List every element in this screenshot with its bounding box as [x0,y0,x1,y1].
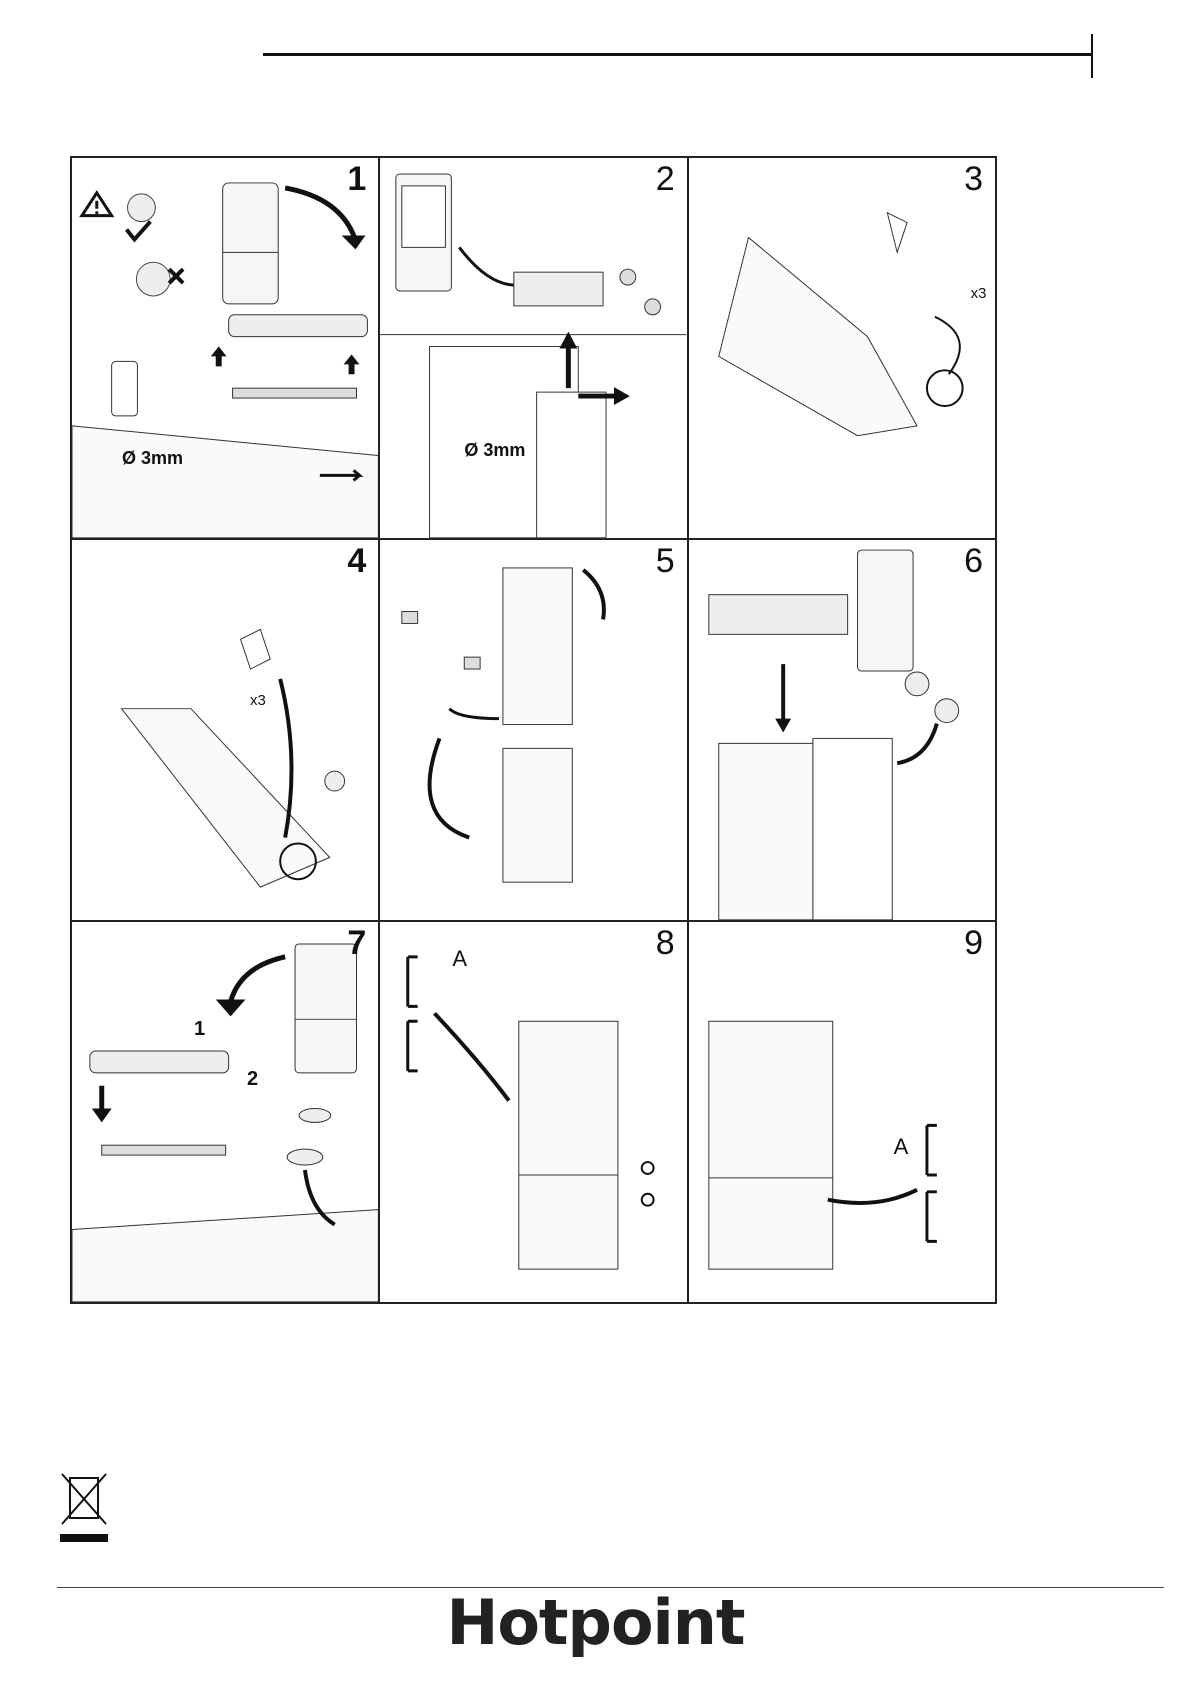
warning-icon [82,193,112,216]
step-number: 3 [964,162,983,196]
step-number: 1 [347,162,366,196]
step-number: 9 [964,926,983,960]
step-8-illustration [380,922,686,1302]
brand-logo: Hotpoint [0,1586,1191,1659]
step-1-panel: 1 Ø 3mm [71,157,379,539]
screw-count-label: x3 [971,285,987,302]
step-7-panel: 7 1 2 [71,921,379,1303]
step-number: 7 [347,926,366,960]
step-number: 5 [656,544,675,578]
step-9-panel: 9 A [688,921,996,1303]
step-5-illustration [380,540,686,920]
handle-part-label: A [452,946,467,972]
instruction-grid: 1 Ø 3mm 2 Ø 3mm 3 x3 [70,156,997,1304]
step-9-illustration [689,922,995,1302]
header-tick [1091,34,1093,78]
substep-1-label: 1 [194,1018,205,1041]
step-number: 6 [964,544,983,578]
step-6-illustration [689,540,995,920]
step-3-illustration [689,158,995,538]
step-7-illustration [72,922,378,1302]
step-number: 4 [347,544,366,578]
drill-diameter-label: Ø 3mm [464,440,525,461]
header-rule [263,53,1093,56]
step-3-panel: 3 x3 [688,157,996,539]
screw-count-label: x3 [250,692,266,709]
step-number: 8 [656,926,675,960]
drill-diameter-label: Ø 3mm [122,448,183,469]
substep-2-label: 2 [247,1068,258,1091]
step-1-illustration [72,158,378,538]
step-2-illustration [380,158,686,538]
step-8-panel: 8 A [379,921,687,1303]
step-number: 2 [656,162,675,196]
weee-bin-icon [56,1468,112,1552]
step-6-panel: 6 [688,539,996,921]
step-5-panel: 5 [379,539,687,921]
handle-part-label: A [894,1134,909,1160]
step-4-panel: 4 x3 [71,539,379,921]
step-2-panel: 2 Ø 3mm [379,157,687,539]
step-4-illustration [72,540,378,920]
